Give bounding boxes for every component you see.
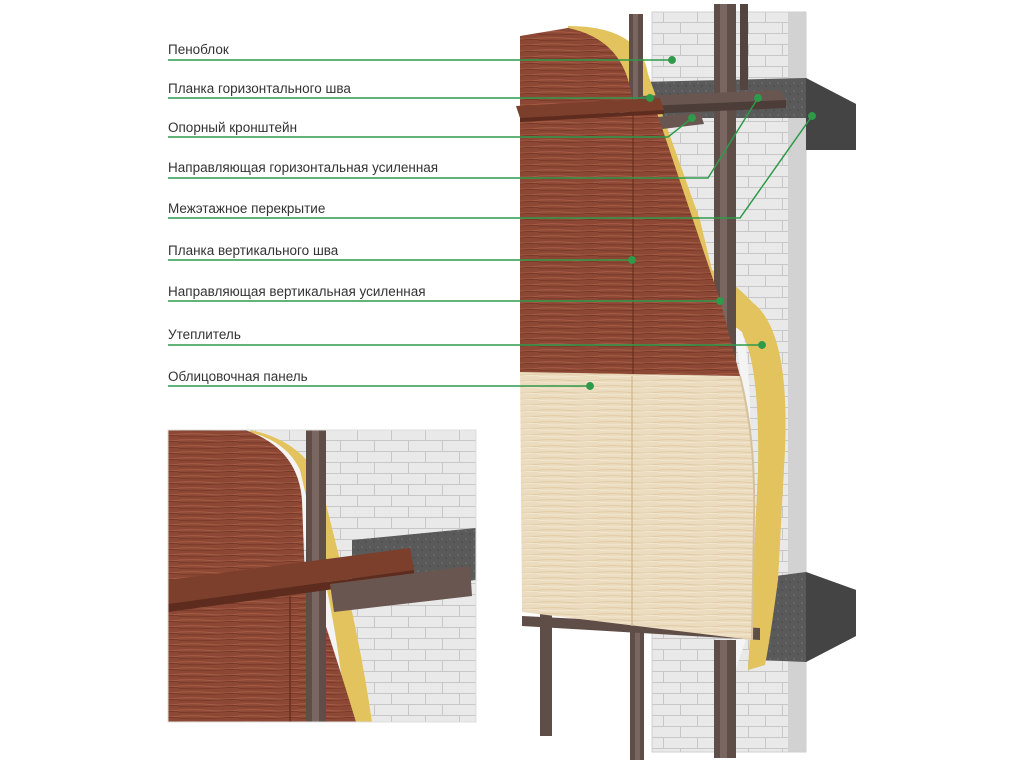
leader-napr-vert bbox=[168, 297, 724, 305]
label-panel: Облицовочная панель bbox=[168, 369, 308, 384]
floor-slab-bottom bbox=[760, 572, 856, 662]
leader-perekrytie bbox=[168, 112, 816, 219]
leader-planka-gor bbox=[168, 94, 654, 102]
insulation-layer bbox=[568, 26, 786, 670]
label-kronshtein: Опорный кронштейн bbox=[168, 120, 298, 135]
label-planka-gor: Планка горизонтального шва bbox=[168, 81, 351, 96]
label-planka-vert: Планка вертикального шва bbox=[168, 243, 339, 258]
leader-penoblok bbox=[168, 56, 676, 64]
leader-panel bbox=[168, 382, 594, 390]
label-uteplitel: Утеплитель bbox=[168, 327, 241, 342]
leader-kronshtein bbox=[168, 114, 696, 138]
detail-inset bbox=[167, 429, 477, 723]
label-napr-gor: Направляющая горизонтальная усиленная bbox=[168, 160, 439, 175]
leader-planka-vert bbox=[168, 256, 636, 264]
label-penoblok: Пеноблок bbox=[168, 42, 229, 57]
leader-lines bbox=[168, 56, 816, 390]
label-napr-vert: Направляющая вертикальная усиленная bbox=[168, 284, 426, 299]
leader-uteplitel bbox=[168, 341, 766, 349]
vertical-guides bbox=[540, 4, 748, 760]
leader-napr-gor bbox=[168, 94, 762, 179]
label-perekrytie: Межэтажное перекрытие bbox=[168, 201, 326, 216]
facing-panel-lower bbox=[520, 372, 756, 641]
